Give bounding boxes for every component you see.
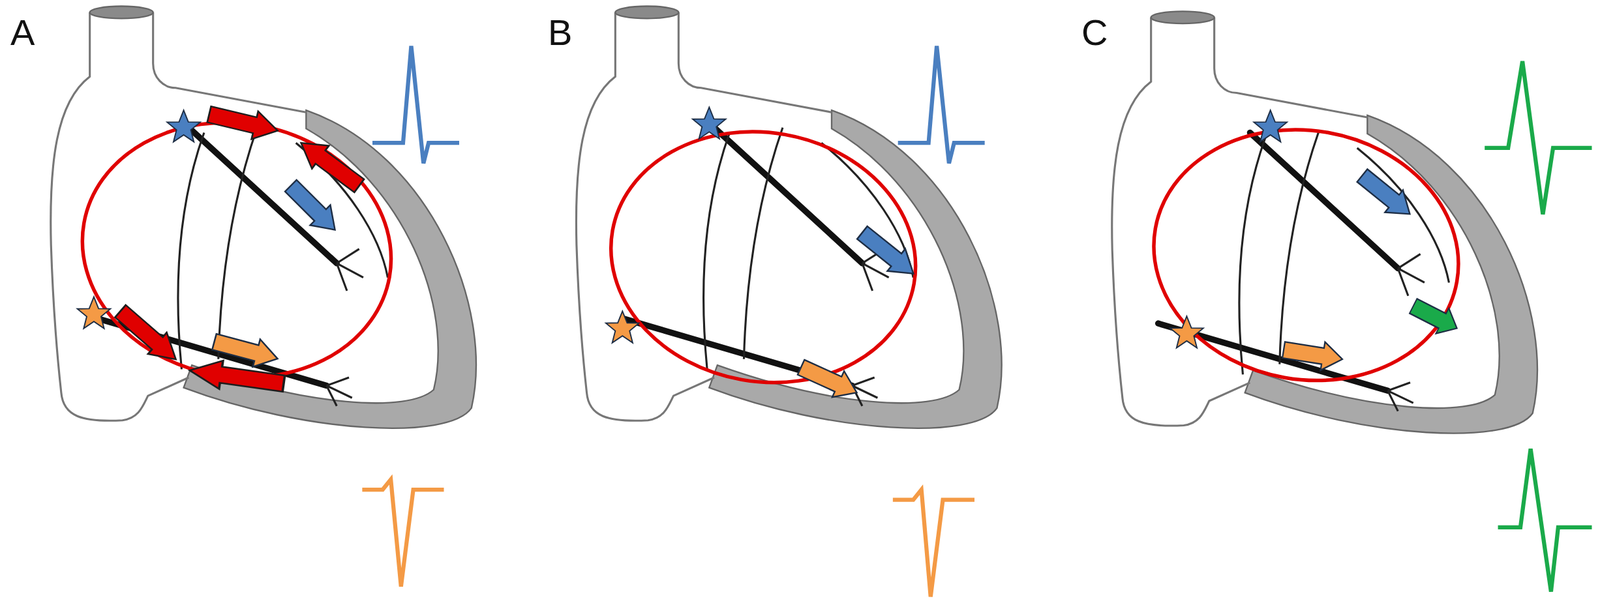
panel-letter: A <box>10 14 35 51</box>
panel-letter: B <box>547 14 573 51</box>
panel-letter: C <box>1081 14 1108 51</box>
